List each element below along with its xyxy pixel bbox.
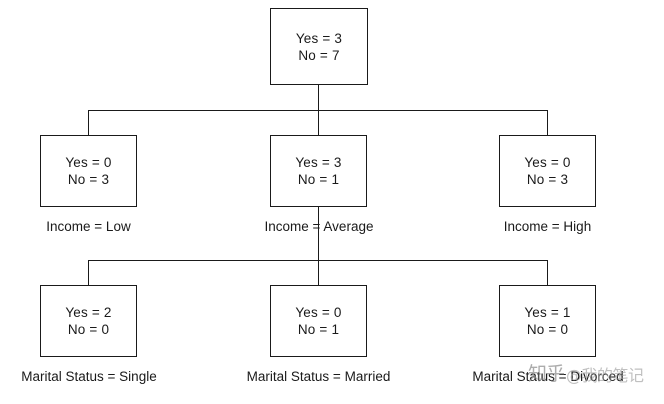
connector-level2-drop-middle bbox=[318, 260, 320, 285]
branch-label-marital-divorced: Marital Status = Divorced bbox=[472, 369, 624, 384]
node-income-high-yes: Yes = 0 bbox=[524, 155, 571, 170]
node-marital-single-no: No = 0 bbox=[67, 322, 110, 337]
node-income-high: Yes = 0 No = 3 bbox=[499, 135, 596, 207]
connector-level1-drop-right bbox=[547, 110, 549, 135]
branch-label-marital-single: Marital Status = Single bbox=[21, 369, 157, 384]
node-root-yes: Yes = 3 bbox=[295, 30, 343, 46]
node-income-low-no: No = 3 bbox=[67, 172, 110, 187]
node-marital-married-no: No = 1 bbox=[297, 322, 340, 337]
node-root-no: No = 7 bbox=[298, 47, 340, 63]
node-marital-married: Yes = 0 No = 1 bbox=[270, 285, 367, 357]
connector-level1-drop-left bbox=[88, 110, 90, 135]
node-marital-divorced-yes: Yes = 1 bbox=[524, 305, 571, 320]
node-marital-married-yes: Yes = 0 bbox=[295, 305, 342, 320]
node-income-average: Yes = 3 No = 1 bbox=[270, 135, 367, 207]
node-marital-single-yes: Yes = 2 bbox=[65, 305, 112, 320]
node-income-low: Yes = 0 No = 3 bbox=[40, 135, 137, 207]
connector-level2-drop-right bbox=[547, 260, 549, 285]
node-marital-divorced: Yes = 1 No = 0 bbox=[499, 285, 596, 357]
node-income-average-no: No = 1 bbox=[297, 172, 340, 187]
branch-label-income-average: Income = Average bbox=[264, 219, 374, 234]
node-marital-single: Yes = 2 No = 0 bbox=[40, 285, 137, 357]
connector-average-stem bbox=[318, 207, 320, 260]
branch-label-marital-married: Marital Status = Married bbox=[246, 369, 391, 384]
connector-level2-drop-left bbox=[88, 260, 90, 285]
node-income-average-yes: Yes = 3 bbox=[295, 155, 342, 170]
node-marital-divorced-no: No = 0 bbox=[526, 322, 569, 337]
branch-label-income-high: Income = High bbox=[503, 219, 592, 234]
node-root: Yes = 3 No = 7 bbox=[270, 8, 368, 85]
connector-level1-drop-middle bbox=[318, 110, 320, 135]
connector-root-stem bbox=[318, 85, 320, 110]
node-income-low-yes: Yes = 0 bbox=[65, 155, 112, 170]
node-income-high-no: No = 3 bbox=[526, 172, 569, 187]
branch-label-income-low: Income = Low bbox=[46, 219, 131, 234]
